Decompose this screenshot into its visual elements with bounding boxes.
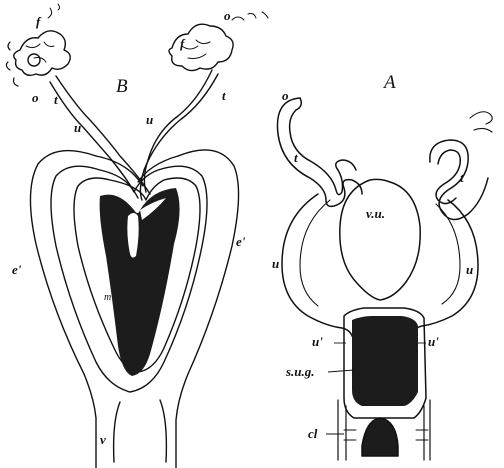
label-b-m: m (104, 292, 111, 303)
label-b-f-left: f (36, 14, 42, 29)
label-b-e-right: e' (236, 234, 246, 249)
figure-a (277, 98, 492, 460)
label-b-v: v (100, 432, 106, 447)
label-a-t-right: t (460, 170, 464, 185)
label-b-o-left: o (32, 90, 39, 105)
figure-b (6, 4, 268, 468)
tube-right (140, 74, 218, 200)
figure-a-letter: A (382, 72, 396, 93)
label-a-o-left: o (282, 88, 289, 103)
label-b-o-right: o (224, 8, 231, 23)
label-a-u-prime-left: u' (312, 334, 323, 349)
label-a-t-left: t (294, 150, 298, 165)
uterus-vu (340, 179, 420, 300)
label-b-u-right: u (146, 112, 153, 127)
label-b-t-right: t (222, 88, 226, 103)
cloaca-cl (362, 418, 398, 456)
label-a-sug: s.u.g. (285, 364, 315, 379)
label-a-vu: v.u. (366, 206, 385, 221)
fimbria-left (14, 31, 71, 76)
lumen-sug (352, 316, 418, 406)
lumen-b (100, 188, 180, 376)
label-a-u-left: u (272, 256, 279, 271)
label-a-cl: cl (308, 426, 318, 441)
tube-coil-left (277, 98, 362, 206)
label-b-t-left: t (54, 92, 58, 107)
label-a-u-prime-right: u' (428, 334, 439, 349)
label-a-u-right: u (466, 262, 473, 277)
label-b-u-left: u (74, 120, 81, 135)
tube-coil-right (430, 140, 488, 220)
label-b-f-right: f (180, 36, 186, 51)
label-b-e-left: e' (12, 262, 22, 277)
fimbria-right (169, 24, 233, 70)
figure-b-letter: B (116, 76, 128, 97)
